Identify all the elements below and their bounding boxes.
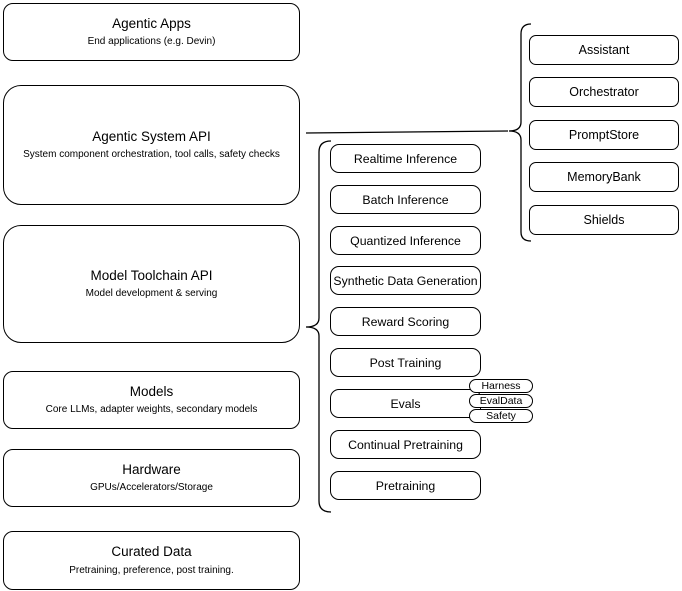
node-label: Evals xyxy=(390,396,421,411)
node-subtitle: Core LLMs, adapter weights, secondary mo… xyxy=(45,404,258,416)
node-synthetic-data-generation: Synthetic Data Generation xyxy=(330,266,481,295)
node-label: Assistant xyxy=(578,43,630,57)
node-title: Curated Data xyxy=(111,544,192,560)
tag-label: EvalData xyxy=(479,394,523,407)
node-hardware: Hardware GPUs/Accelerators/Storage xyxy=(3,449,300,507)
node-label: Post Training xyxy=(369,355,442,370)
node-shields: Shields xyxy=(529,205,679,235)
node-label: PromptStore xyxy=(568,128,640,142)
node-memorybank: MemoryBank xyxy=(529,162,679,192)
node-realtime-inference: Realtime Inference xyxy=(330,144,481,173)
tag-harness: Harness xyxy=(469,379,533,393)
node-agentic-apps: Agentic Apps End applications (e.g. Devi… xyxy=(3,3,300,61)
node-subtitle: Model development & serving xyxy=(85,288,218,300)
node-label: Continual Pretraining xyxy=(348,437,463,452)
tag-label: Harness xyxy=(481,379,521,392)
node-title: Models xyxy=(129,383,174,399)
node-title: Hardware xyxy=(122,461,181,477)
node-subtitle: End applications (e.g. Devin) xyxy=(87,36,216,48)
toolchain-group-brace xyxy=(305,140,332,513)
node-label: Synthetic Data Generation xyxy=(333,273,478,288)
node-title: Agentic System API xyxy=(92,128,211,144)
node-label: MemoryBank xyxy=(567,170,641,184)
node-batch-inference: Batch Inference xyxy=(330,185,481,214)
node-subtitle: GPUs/Accelerators/Storage xyxy=(90,482,213,494)
tag-label: Safety xyxy=(486,409,516,422)
node-label: Realtime Inference xyxy=(353,151,458,166)
node-label: Pretraining xyxy=(375,478,436,493)
node-label: Orchestrator xyxy=(569,85,639,99)
node-label: Shields xyxy=(583,213,625,227)
node-label: Reward Scoring xyxy=(361,314,450,329)
node-model-toolchain-api: Model Toolchain API Model development & … xyxy=(3,225,300,343)
node-subtitle: System component orchestration, tool cal… xyxy=(23,149,280,161)
tag-safety: Safety xyxy=(469,409,533,423)
node-label: Batch Inference xyxy=(362,192,449,207)
node-promptstore: PromptStore xyxy=(529,120,679,150)
node-agentic-system-api: Agentic System API System component orch… xyxy=(3,85,300,205)
node-curated-data: Curated Data Pretraining, preference, po… xyxy=(3,531,300,590)
node-orchestrator: Orchestrator xyxy=(529,77,679,107)
node-quantized-inference: Quantized Inference xyxy=(330,226,481,255)
node-post-training: Post Training xyxy=(330,348,481,377)
system-api-connector-line xyxy=(305,130,509,134)
node-title: Model Toolchain API xyxy=(90,267,213,283)
node-pretraining: Pretraining xyxy=(330,471,481,500)
node-models: Models Core LLMs, adapter weights, secon… xyxy=(3,371,300,429)
node-title: Agentic Apps xyxy=(112,15,191,31)
node-label: Quantized Inference xyxy=(350,233,461,248)
tag-evaldata: EvalData xyxy=(469,394,533,408)
node-continual-pretraining: Continual Pretraining xyxy=(330,430,481,459)
system-components-brace xyxy=(508,23,532,242)
node-subtitle: Pretraining, preference, post training. xyxy=(69,564,234,576)
node-reward-scoring: Reward Scoring xyxy=(330,307,481,336)
node-assistant: Assistant xyxy=(529,35,679,65)
node-evals: Evals xyxy=(330,389,481,418)
